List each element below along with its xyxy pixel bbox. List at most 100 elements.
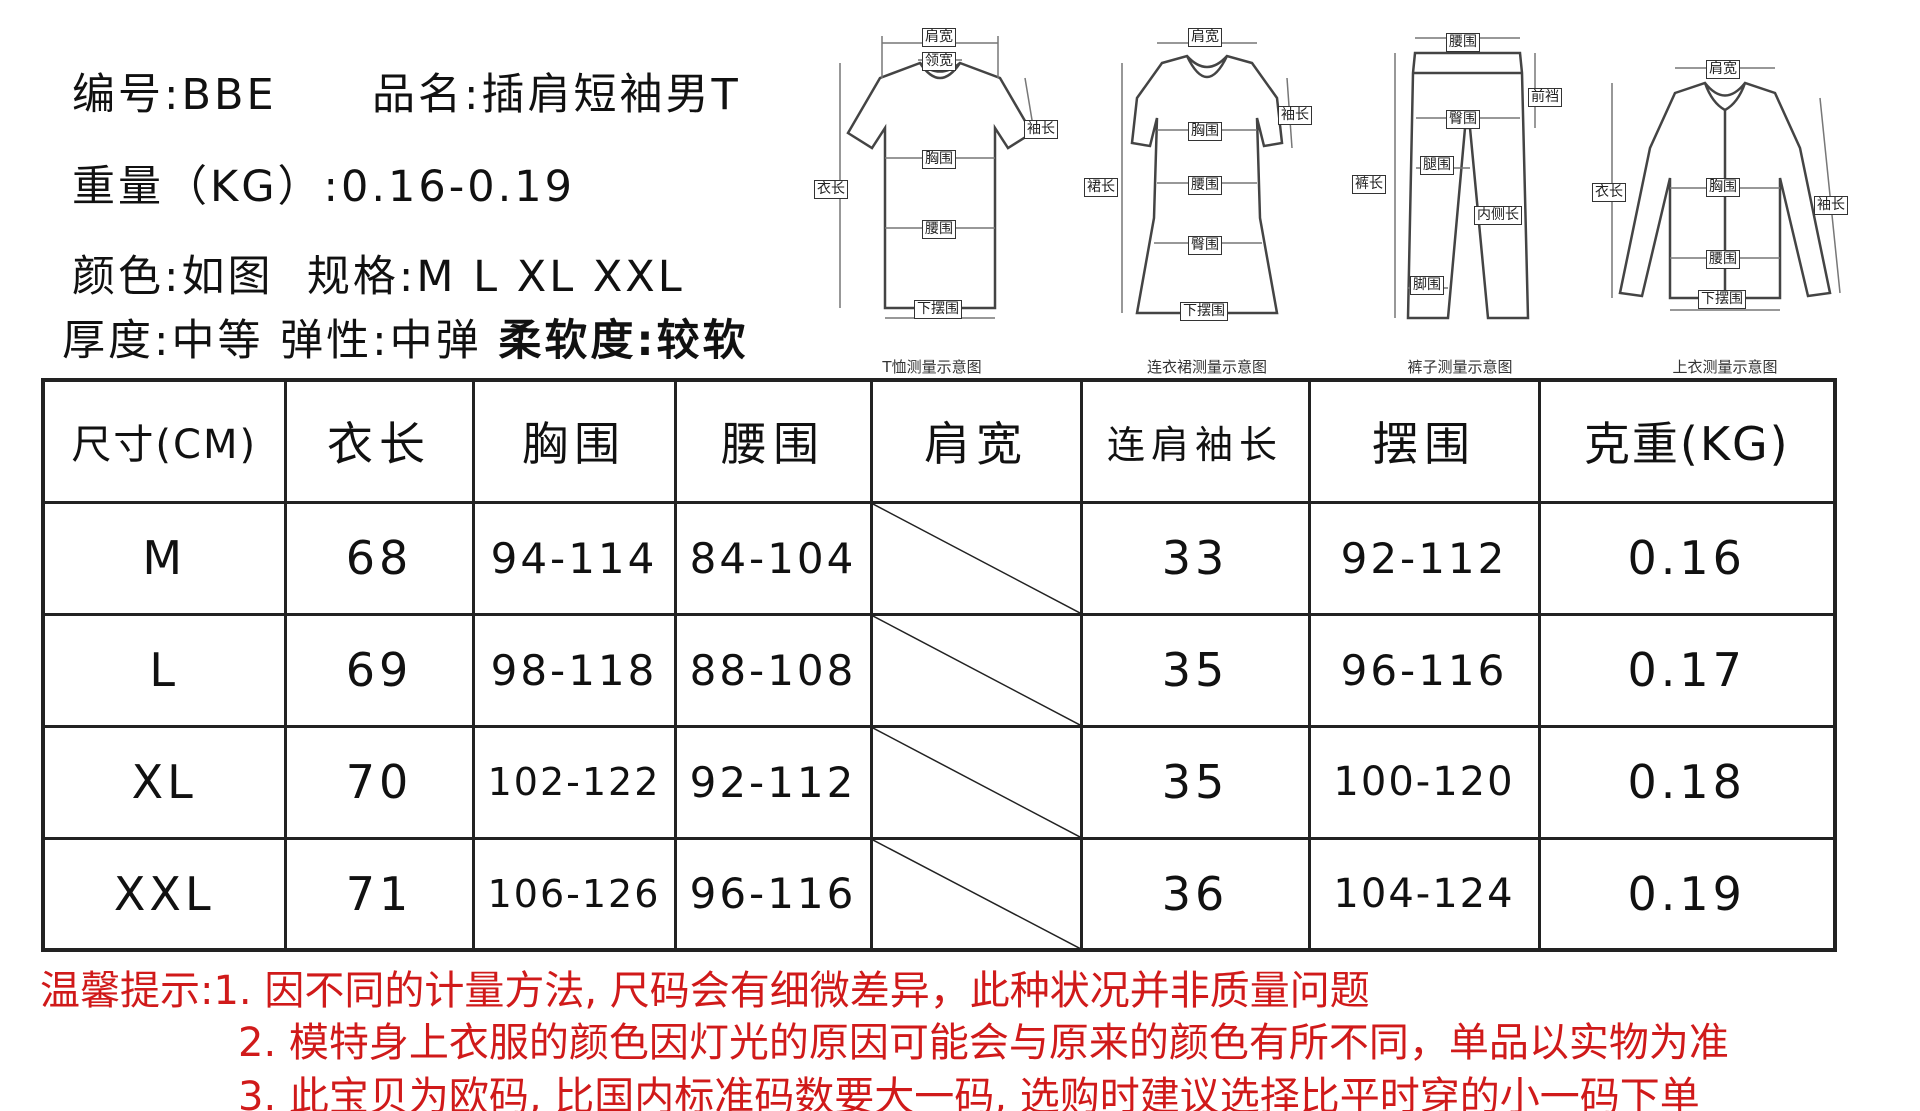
softness-label: 柔软度: [498, 316, 657, 366]
cell-chest: 106-126 [471, 836, 677, 952]
thickness-label: 厚度: [62, 316, 172, 366]
dress-chest-tag: 胸围 [1188, 122, 1222, 141]
cell-sleeve: 35 [1079, 724, 1311, 840]
cell-length: 68 [283, 500, 475, 616]
weight-value: 0.16-0.19 [341, 162, 576, 212]
fabric-line: 厚度:中等 弹性:中弹 柔软度:较软 [62, 306, 749, 368]
cell-size: L [41, 612, 287, 728]
tshirt-shoulder-tag: 肩宽 [922, 28, 956, 47]
header-length: 衣长 [283, 378, 475, 504]
name-value: 插肩短袖男T [481, 70, 741, 120]
dress-hem-tag: 下摆围 [1180, 302, 1228, 321]
cell-size: XXL [41, 836, 287, 952]
color-spec-line: 颜色:如图 规格:M L XL XXL [72, 242, 685, 304]
cell-shoulder-empty [869, 836, 1083, 952]
spec-value: M L XL XXL [416, 252, 685, 302]
diagonal-slash [873, 728, 1080, 837]
code-label: 编号: [72, 70, 182, 120]
header-size: 尺寸(CM) [41, 378, 287, 504]
size-chart-table: 尺寸(CM) 衣长 胸围 腰围 肩宽 连肩袖长 摆围 克重(KG) M 68 9… [41, 378, 1837, 952]
tshirt-hem-tag: 下摆围 [914, 300, 962, 319]
thickness-value: 中等 [171, 316, 264, 366]
cell-hem: 104-124 [1307, 836, 1541, 952]
header-hem: 摆围 [1307, 378, 1541, 504]
pants-thigh-tag: 腿围 [1420, 156, 1454, 175]
cell-length: 70 [283, 724, 475, 840]
pants-hip-tag: 臀围 [1446, 110, 1480, 129]
shirt-diagram: 肩宽 衣长 胸围 袖长 腰围 下摆围 上衣测量示意图 [1590, 18, 1860, 378]
cell-shoulder-empty [869, 724, 1083, 840]
code-value: BBE [181, 70, 277, 120]
cell-sleeve: 36 [1079, 836, 1311, 952]
tshirt-sleeve-tag: 袖长 [1024, 120, 1058, 139]
cell-waist: 96-116 [673, 836, 873, 952]
color-value: 如图 [181, 252, 274, 302]
dress-length-tag: 裙长 [1084, 178, 1118, 197]
table-row: XL 70 102-122 92-112 35 100-120 0.18 [41, 724, 1837, 840]
spec-label: 规格: [306, 252, 417, 302]
cell-hem: 96-116 [1307, 612, 1541, 728]
dress-shoulder-tag: 肩宽 [1188, 28, 1222, 47]
shirt-length-tag: 衣长 [1592, 183, 1626, 202]
product-weight: 重量（KG）:0.16-0.19 [72, 152, 575, 214]
cell-waist: 92-112 [673, 724, 873, 840]
color-label: 颜色: [72, 252, 182, 302]
cell-shoulder-empty [869, 612, 1083, 728]
pants-inseam-tag: 内侧长 [1474, 206, 1522, 225]
product-name: 品名:插肩短袖男T [372, 60, 741, 122]
tshirt-neck-tag: 领宽 [922, 52, 956, 71]
shirt-sleeve-tag: 袖长 [1814, 196, 1848, 215]
softness-value: 较软 [656, 316, 749, 366]
elasticity-value: 中弹 [389, 316, 482, 366]
cell-chest: 98-118 [471, 612, 677, 728]
table-header-row: 尺寸(CM) 衣长 胸围 腰围 肩宽 连肩袖长 摆围 克重(KG) [41, 378, 1837, 504]
pants-front-rise-tag: 前裆 [1528, 88, 1562, 107]
pants-waist-tag: 腰围 [1446, 33, 1480, 52]
product-code: 编号:BBE [72, 60, 277, 122]
cell-size: XL [41, 724, 287, 840]
dress-diagram: 肩宽 袖长 胸围 裙长 腰围 臀围 下摆围 连衣裙测量示意图 [1082, 18, 1332, 378]
cell-shoulder-empty [869, 500, 1083, 616]
shirt-chest-tag: 胸围 [1706, 178, 1740, 197]
dress-sleeve-tag: 袖长 [1278, 106, 1312, 125]
tip-line-1: 温馨提示:1. 因不同的计量方法, 尺码会有细微差异，此种状况并非质量问题 [40, 968, 1370, 1014]
product-info: 编号:BBE 品名:插肩短袖男T 重量（KG）:0.16-0.19 颜色:如图 … [0, 0, 800, 370]
cell-sleeve: 33 [1079, 500, 1311, 616]
tshirt-diagram: 肩宽 领宽 袖长 胸围 衣长 腰围 下摆围 T恤测量示意图 [810, 18, 1070, 378]
diagonal-slash [873, 504, 1080, 613]
pants-caption: 裤子测量示意图 [1407, 358, 1513, 376]
tshirt-caption: T恤测量示意图 [882, 358, 982, 376]
diagonal-slash [873, 616, 1080, 725]
table-row: XXL 71 106-126 96-116 36 104-124 0.19 [41, 836, 1837, 952]
header-shoulder: 肩宽 [869, 378, 1083, 504]
tip-line-3: 3. 此宝贝为欧码, 比国内标准码数要大一码, 选购时建议选择比平时穿的小一码下… [238, 1074, 1700, 1111]
pants-leg-opening-tag: 脚围 [1410, 276, 1444, 295]
header-waist: 腰围 [673, 378, 873, 504]
header-sleeve: 连肩袖长 [1079, 378, 1311, 504]
cell-waist: 88-108 [673, 612, 873, 728]
weight-label: 重量（KG）: [72, 162, 342, 212]
cell-waist: 84-104 [673, 500, 873, 616]
shirt-hem-tag: 下摆围 [1698, 290, 1746, 309]
cell-length: 69 [283, 612, 475, 728]
cell-hem: 92-112 [1307, 500, 1541, 616]
cell-chest: 94-114 [471, 500, 677, 616]
shirt-waist-tag: 腰围 [1706, 250, 1740, 269]
cell-size: M [41, 500, 287, 616]
pants-diagram: 腰围 前裆 臀围 腿围 裤长 内侧长 脚围 裤子测量示意图 [1350, 18, 1570, 378]
tshirt-chest-tag: 胸围 [922, 150, 956, 169]
tip-line-2: 2. 模特身上衣服的颜色因灯光的原因可能会与原来的颜色有所不同，单品以实物为准 [238, 1020, 1729, 1066]
tshirt-waist-tag: 腰围 [922, 220, 956, 239]
cell-weight: 0.16 [1537, 500, 1837, 616]
cell-weight: 0.18 [1537, 724, 1837, 840]
shirt-shoulder-tag: 肩宽 [1706, 60, 1740, 79]
header-weight: 克重(KG) [1537, 378, 1837, 504]
cell-chest: 102-122 [471, 724, 677, 840]
shirt-caption: 上衣测量示意图 [1672, 358, 1778, 376]
elasticity-label: 弹性: [280, 316, 390, 366]
tshirt-length-tag: 衣长 [814, 180, 848, 199]
name-label: 品名: [372, 70, 482, 120]
table-row: M 68 94-114 84-104 33 92-112 0.16 [41, 500, 1837, 616]
pants-length-tag: 裤长 [1352, 175, 1386, 194]
cell-weight: 0.17 [1537, 612, 1837, 728]
